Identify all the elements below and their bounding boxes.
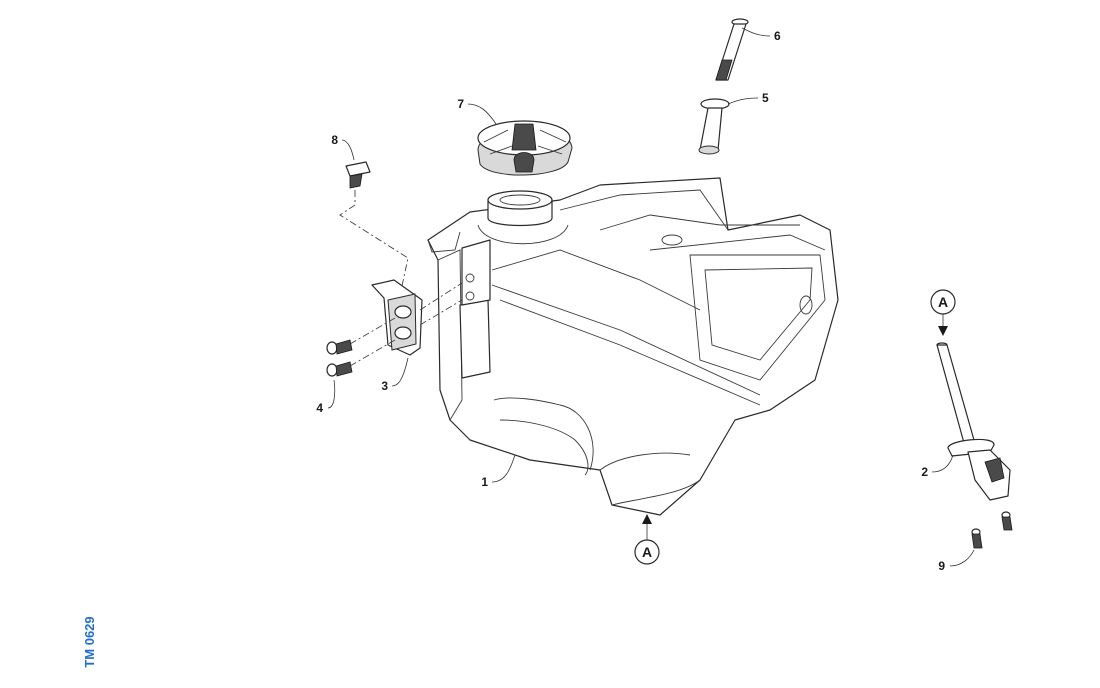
callout-1: 1 bbox=[481, 454, 516, 489]
callout-5: 5 bbox=[727, 91, 769, 105]
callout-3: 3 bbox=[381, 357, 409, 393]
part-number-1: 1 bbox=[481, 475, 488, 489]
callout-4: 4 bbox=[316, 379, 336, 415]
bracket-screws-drawing bbox=[326, 339, 353, 377]
arrow-down-icon bbox=[938, 326, 948, 336]
part-number-8: 8 bbox=[331, 133, 338, 147]
part-number-4: 4 bbox=[316, 401, 323, 415]
screw-axis-lower bbox=[349, 339, 396, 367]
tank-mounting-bolt-drawing bbox=[715, 18, 749, 81]
bracket-bolt-drawing bbox=[345, 161, 371, 189]
filler-cap-drawing bbox=[477, 120, 573, 176]
fuel-tap-drawing bbox=[936, 342, 1011, 501]
callout-8: 8 bbox=[331, 133, 355, 161]
part-number-9: 9 bbox=[938, 559, 945, 573]
part-number-3: 3 bbox=[381, 379, 388, 393]
view-a-letter-tank: A bbox=[642, 544, 652, 560]
callout-9: 9 bbox=[938, 549, 975, 573]
part-number-5: 5 bbox=[762, 91, 769, 105]
bracket-axis-lower bbox=[419, 299, 463, 326]
bracket-axis-upper bbox=[419, 282, 463, 311]
view-a-letter-tap: A bbox=[938, 294, 948, 310]
fuel-tank-drawing bbox=[427, 177, 839, 516]
screw-axis-upper bbox=[349, 317, 396, 345]
mounting-bracket-drawing bbox=[371, 279, 423, 356]
callout-7: 7 bbox=[457, 97, 497, 125]
part-number-7: 7 bbox=[457, 97, 464, 111]
tap-screws-drawing bbox=[971, 511, 1013, 549]
bolt-8-axis-line bbox=[339, 190, 409, 287]
view-a-marker-tap: A bbox=[930, 289, 956, 336]
part-number-6: 6 bbox=[774, 29, 781, 43]
callout-2: 2 bbox=[921, 454, 954, 479]
view-a-marker-tank: A bbox=[634, 514, 660, 565]
rubber-bushing-drawing bbox=[698, 98, 730, 155]
drawing-code: TM 0629 bbox=[82, 616, 97, 667]
arrow-up-icon bbox=[642, 514, 652, 524]
callout-6: 6 bbox=[741, 27, 781, 43]
part-number-2: 2 bbox=[921, 465, 928, 479]
